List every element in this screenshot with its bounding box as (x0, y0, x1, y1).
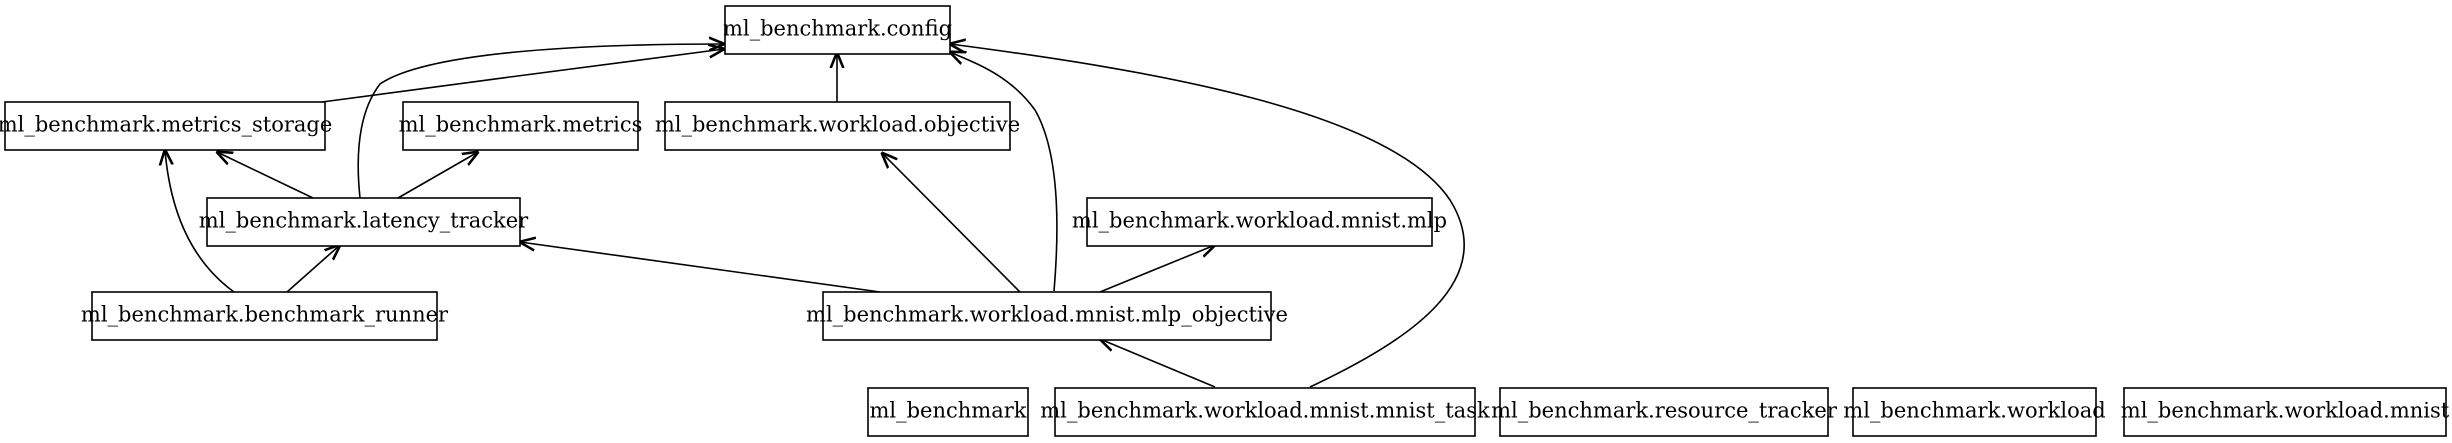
node-label-workload-mnist-mlp: ml_benchmark.workload.mnist.mlp (1072, 209, 1447, 233)
node-resource-tracker[interactable]: ml_benchmark.resource_tracker (1491, 387, 1838, 437)
node-workload-mnist[interactable]: ml_benchmark.workload.mnist (2121, 387, 2450, 437)
node-metrics-storage[interactable]: ml_benchmark.metrics_storage (0, 101, 332, 151)
edge-mnist-task-to-mlp-objective (1100, 339, 1216, 388)
edge-mnist-task-to-config (950, 44, 1465, 388)
edge-latency-tracker-to-config (357, 44, 724, 199)
node-label-workload-mnist: ml_benchmark.workload.mnist (2121, 399, 2450, 423)
edge-mlp-objective-to-latency-tracker (520, 242, 881, 293)
node-workload-mnist-mlp[interactable]: ml_benchmark.workload.mnist.mlp (1072, 197, 1447, 247)
node-label-metrics-storage: ml_benchmark.metrics_storage (0, 113, 332, 137)
node-label-metrics: ml_benchmark.metrics (399, 113, 643, 137)
node-workload-mnist-mnist-task[interactable]: ml_benchmark.workload.mnist.mnist_task (1040, 387, 1490, 437)
node-workload-objective[interactable]: ml_benchmark.workload.objective (655, 101, 1020, 151)
node-label-benchmark-runner: ml_benchmark.benchmark_runner (81, 303, 449, 327)
node-latency-tracker[interactable]: ml_benchmark.latency_tracker (199, 197, 529, 247)
node-ml-benchmark[interactable]: ml_benchmark (867, 387, 1029, 437)
node-label-latency-tracker: ml_benchmark.latency_tracker (199, 209, 529, 233)
node-label-ml-benchmark: ml_benchmark (869, 399, 1026, 423)
node-label-workload-mnist-mlp-objective: ml_benchmark.workload.mnist.mlp_objectiv… (806, 303, 1288, 327)
node-label-workload-mnist-mnist-task: ml_benchmark.workload.mnist.mnist_task (1040, 399, 1490, 423)
edge-benchmark-runner-to-metrics-storage (165, 150, 235, 293)
node-benchmark-runner[interactable]: ml_benchmark.benchmark_runner (81, 291, 449, 341)
edge-benchmark-runner-to-latency-tracker (286, 245, 340, 293)
edge-latency-tracker-to-metrics-storage (217, 152, 314, 199)
edge-metrics-storage-to-config (321, 49, 724, 103)
edge-latency-tracker-to-metrics (397, 152, 478, 199)
module-nodes: ml_benchmark.config ml_benchmark.metrics… (0, 5, 2450, 437)
node-label-workload-objective: ml_benchmark.workload.objective (655, 113, 1020, 137)
node-config[interactable]: ml_benchmark.config (723, 5, 952, 55)
dependency-edges (165, 44, 1465, 388)
node-label-workload: ml_benchmark.workload (1843, 399, 2105, 423)
node-metrics[interactable]: ml_benchmark.metrics (399, 101, 643, 151)
node-workload[interactable]: ml_benchmark.workload (1843, 387, 2106, 437)
edge-mlp-objective-to-mnist-mlp (1099, 245, 1215, 293)
node-label-resource-tracker: ml_benchmark.resource_tracker (1491, 399, 1838, 423)
node-label-config: ml_benchmark.config (723, 17, 952, 41)
edge-mlp-objective-to-objective (882, 153, 1021, 293)
edge-mlp-objective-to-config (950, 52, 1058, 292)
node-workload-mnist-mlp-objective[interactable]: ml_benchmark.workload.mnist.mlp_objectiv… (806, 291, 1288, 341)
